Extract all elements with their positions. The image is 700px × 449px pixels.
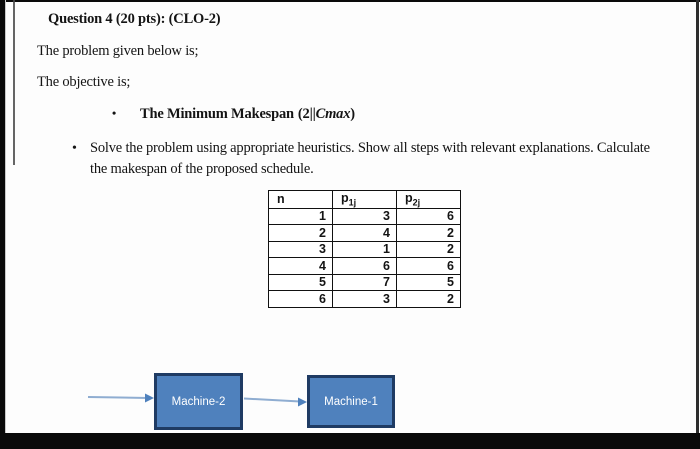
scan-edge-right <box>696 0 699 449</box>
table-cell: 4 <box>332 224 397 242</box>
table-cell: 6 <box>332 257 397 275</box>
makespan-formula: (2||Cmax) <box>298 106 355 122</box>
objective-bullet-item: • The Minimum Makespan(2||Cmax) <box>112 106 355 123</box>
table-header-cell: p2j <box>396 190 461 209</box>
formula-cmax: Cmax <box>315 106 351 122</box>
table-cell: 4 <box>268 257 333 275</box>
table-cell: 3 <box>332 290 397 308</box>
objective-bullet-text: The Minimum Makespan <box>140 106 294 122</box>
flow-arrows <box>87 393 307 407</box>
arrow-head-right <box>298 397 307 407</box>
arrow-head-left <box>145 393 154 403</box>
scan-edge-left-gray <box>5 0 6 449</box>
formula-close: ) <box>350 106 355 122</box>
machine-1-label: Machine-1 <box>324 395 378 408</box>
question-title: Question 4 (20 pts): (CLO-2) <box>48 11 221 27</box>
objective-intro-line: The objective is; <box>37 74 131 90</box>
table-cell: 1 <box>332 240 397 258</box>
table-cell: 3 <box>268 240 333 258</box>
table-cell: 6 <box>268 290 333 308</box>
machine-2-box: Machine-2 <box>154 373 243 430</box>
table-cell: 2 <box>268 224 333 242</box>
table-cell: 5 <box>268 273 333 291</box>
table-cell: 1 <box>268 207 333 225</box>
table-cell: 2 <box>396 290 461 308</box>
table-cell: 2 <box>396 224 461 242</box>
formula-open: (2|| <box>297 106 316 122</box>
table-header-cell: n <box>268 190 333 209</box>
task-bullet-text: Solve the problem using appropriate heur… <box>90 140 650 177</box>
table-cell: 3 <box>332 207 397 225</box>
machine-1-box: Machine-1 <box>307 375 395 428</box>
scan-edge-top <box>0 0 700 2</box>
machine-2-label: Machine-2 <box>171 395 226 408</box>
table-cell: 6 <box>396 257 461 275</box>
problem-intro-line: The problem given below is; <box>37 43 199 59</box>
bullet-marker: • <box>72 141 77 156</box>
table-header-cell: p1j <box>332 190 397 209</box>
scan-edge-left <box>0 0 5 449</box>
scan-edge-inner-line <box>13 0 15 165</box>
scan-edge-bottom <box>0 433 700 449</box>
table-cell: 5 <box>396 273 461 291</box>
task-bullet-item: • Solve the problem using appropriate he… <box>72 138 664 180</box>
bullet-marker: • <box>112 106 117 120</box>
table-cell: 2 <box>396 240 461 258</box>
table-cell: 7 <box>332 273 397 291</box>
table-cell: 6 <box>396 207 461 225</box>
